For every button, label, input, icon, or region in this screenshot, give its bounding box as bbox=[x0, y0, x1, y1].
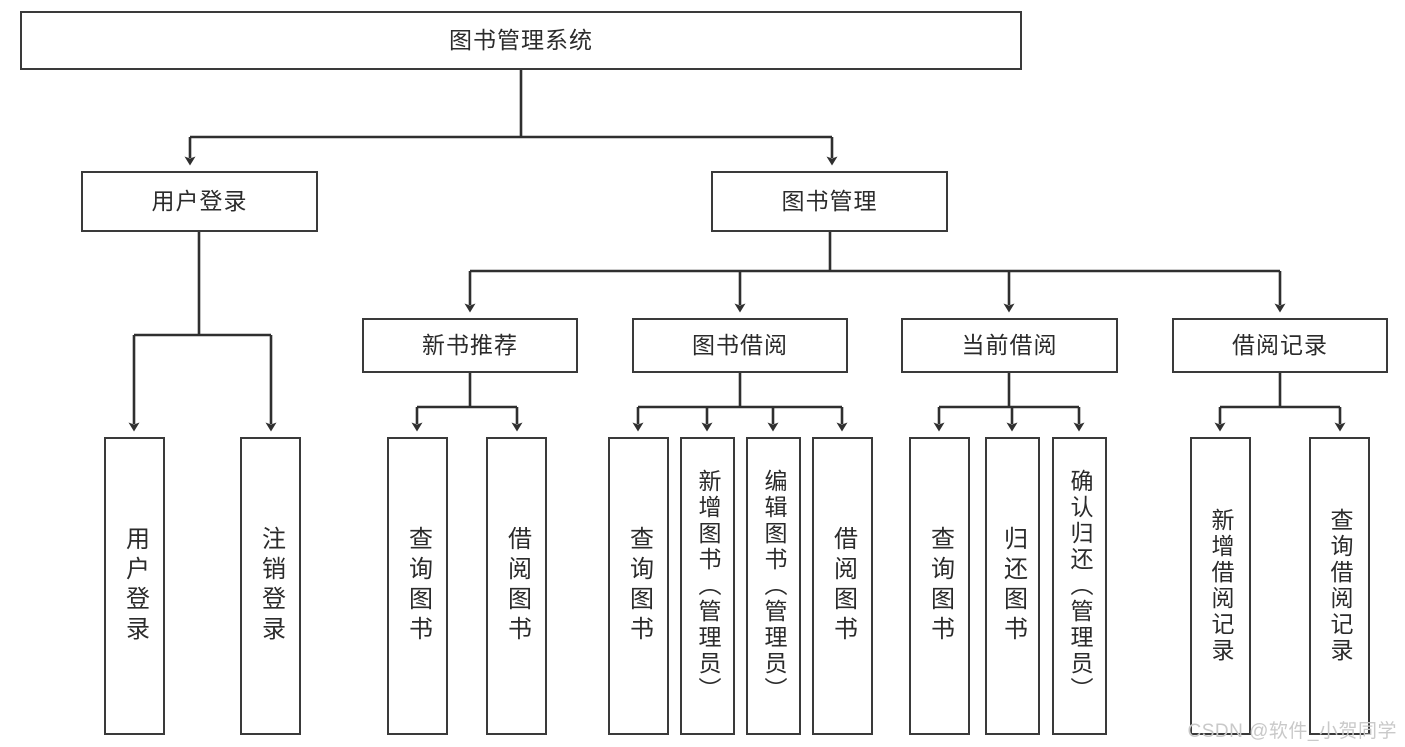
watermark: CSDN @软件_小贺同学 bbox=[1187, 721, 1397, 742]
node-book-borrow[interactable]: 图书借阅 bbox=[632, 318, 848, 373]
leaf-query-book-current[interactable]: 查询图书 bbox=[909, 437, 970, 735]
leaf-confirm-return-admin[interactable]: 确认归还（管理员） bbox=[1052, 437, 1107, 735]
leaf-lend-book[interactable]: 借阅图书 bbox=[812, 437, 873, 735]
node-borrow-record[interactable]: 借阅记录 bbox=[1172, 318, 1388, 373]
leaf-edit-book-admin[interactable]: 编辑图书（管理员） bbox=[746, 437, 801, 735]
node-new-book-recommend[interactable]: 新书推荐 bbox=[362, 318, 578, 373]
leaf-add-borrow-record[interactable]: 新增借阅记录 bbox=[1190, 437, 1251, 735]
leaf-logout[interactable]: 注销登录 bbox=[240, 437, 301, 735]
leaf-query-book-newbook[interactable]: 查询图书 bbox=[387, 437, 448, 735]
node-root[interactable]: 图书管理系统 bbox=[20, 11, 1022, 70]
leaf-user-login[interactable]: 用户登录 bbox=[104, 437, 165, 735]
leaf-query-borrow-record[interactable]: 查询借阅记录 bbox=[1309, 437, 1370, 735]
node-user-login[interactable]: 用户登录 bbox=[81, 171, 318, 232]
leaf-borrow-book-newbook[interactable]: 借阅图书 bbox=[486, 437, 547, 735]
leaf-query-book-borrow[interactable]: 查询图书 bbox=[608, 437, 669, 735]
node-current-borrow[interactable]: 当前借阅 bbox=[901, 318, 1118, 373]
leaf-return-book[interactable]: 归还图书 bbox=[985, 437, 1040, 735]
leaf-add-book-admin[interactable]: 新增图书（管理员） bbox=[680, 437, 735, 735]
node-book-management[interactable]: 图书管理 bbox=[711, 171, 948, 232]
